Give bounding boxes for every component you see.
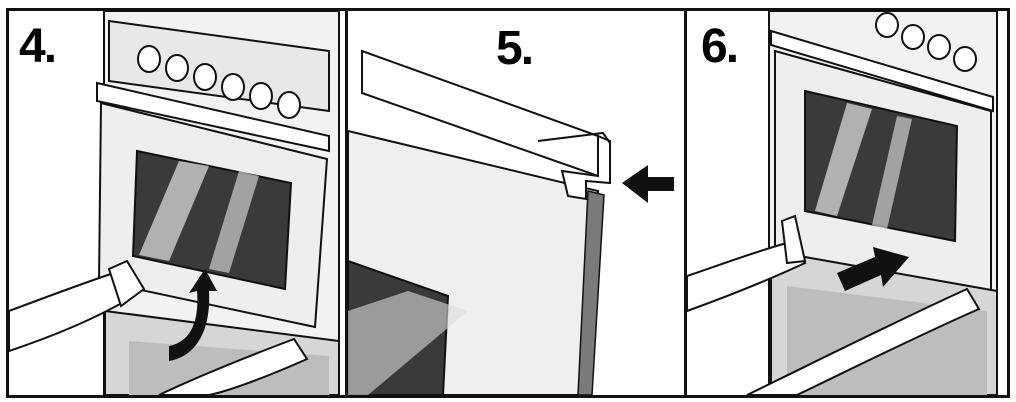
step-5-panel: 5. (348, 11, 687, 395)
step-number: 6. (701, 23, 737, 71)
step-4-illustration (9, 11, 345, 395)
instruction-strip: 4. (6, 8, 1010, 398)
step-6-panel: 6. (687, 11, 1007, 395)
step-number: 4. (19, 23, 55, 71)
step-4-panel: 4. (9, 11, 348, 395)
step-number: 5. (496, 25, 532, 73)
